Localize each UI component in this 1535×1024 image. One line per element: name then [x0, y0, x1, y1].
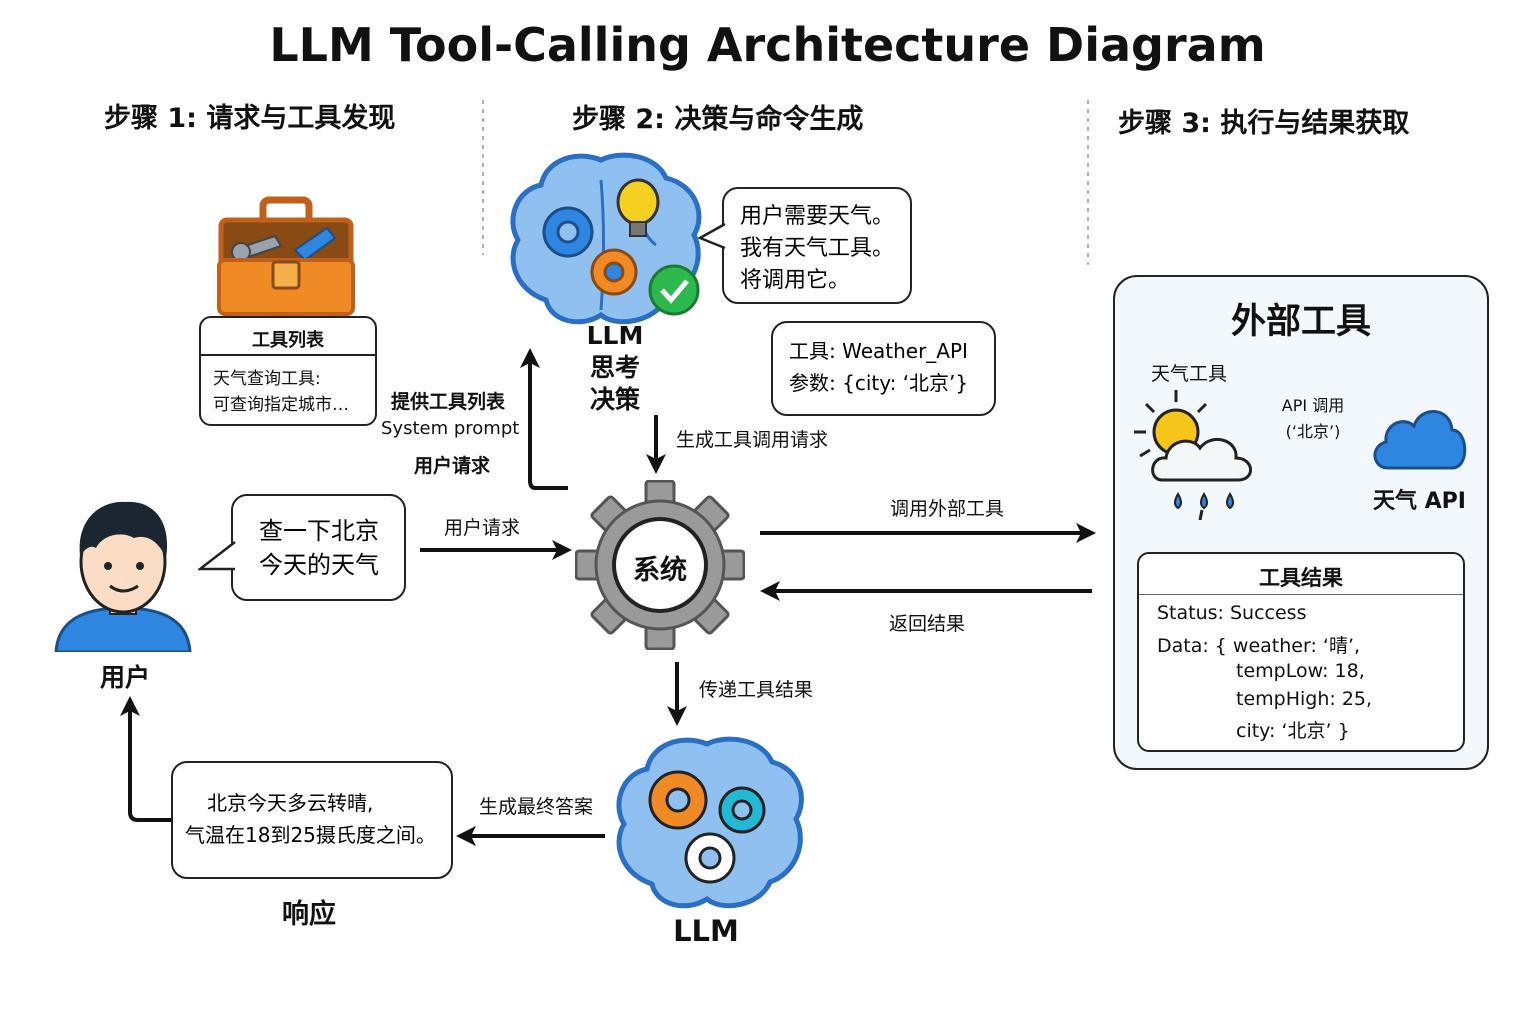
- response-line-2: 气温在18到25摄氏度之间。: [185, 823, 436, 847]
- step-1-heading: 步骤 1: 请求与工具发现: [104, 103, 396, 134]
- system-gear-icon: [575, 480, 745, 650]
- thought-bubble-tail: [698, 222, 726, 250]
- weather-partly-cloudy-icon: [1134, 390, 1252, 520]
- tool-result-header: 工具结果: [1259, 566, 1343, 590]
- response-label: 响应: [282, 899, 336, 930]
- response-bubble: 北京今天多云转晴, 气温在18到25摄氏度之间。: [171, 761, 453, 879]
- brain-thinking-icon: [510, 152, 702, 325]
- tool-call-card: 工具: Weather_API 参数: {city: ‘北京’}: [771, 321, 996, 416]
- arrow-to-user: [120, 696, 172, 822]
- result-line-data: Data: { weather: ‘晴’,: [1157, 635, 1361, 657]
- generate-call-label: 生成工具调用请求: [676, 429, 829, 451]
- llm-think-line-2: 思考: [589, 353, 640, 382]
- tool-call-line-2: 参数: {city: ‘北京’}: [789, 371, 969, 395]
- result-line-templow: tempLow: 18,: [1236, 660, 1365, 682]
- tool-list-card: 工具列表 天气查询工具: 可查询指定城市…: [199, 316, 377, 426]
- call-external-label: 调用外部工具: [890, 498, 1005, 520]
- response-line-1: 北京今天多云转晴,: [207, 791, 374, 815]
- llm-think-title: LLM 思考 决策: [580, 320, 650, 416]
- thought-line-3: 将调用它。: [740, 268, 851, 293]
- cloud-api-icon: [1373, 410, 1467, 470]
- return-result-label: 返回结果: [889, 613, 966, 635]
- weather-tool-label: 天气工具: [1151, 363, 1228, 385]
- toolbox-icon: [217, 196, 355, 316]
- api-call-line-2: (‘北京’): [1285, 422, 1341, 441]
- pass-result-label: 传递工具结果: [699, 679, 814, 701]
- result-line-city: city: ‘北京’ }: [1236, 720, 1350, 742]
- user-query-line-1: 查一下北京: [259, 517, 379, 545]
- system-prompt-label: System prompt: [381, 418, 520, 439]
- weather-api-label: 天气 API: [1373, 489, 1466, 514]
- user-avatar-icon: [54, 501, 192, 652]
- tool-result-card: 工具结果 Status: Success Data: { weather: ‘晴…: [1137, 552, 1465, 752]
- step-3-heading: 步骤 3: 执行与结果获取: [1118, 108, 1410, 139]
- external-tools-title: 外部工具: [1230, 302, 1371, 342]
- user-query-line-2: 今天的天气: [259, 551, 379, 579]
- api-call-line-1: API 调用: [1281, 396, 1345, 415]
- page-title: LLM Tool-Calling Architecture Diagram: [269, 18, 1266, 72]
- arrow-provide-tools: [520, 348, 568, 490]
- tool-list-line-1: 天气查询工具:: [213, 369, 321, 389]
- thought-line-2: 我有天气工具。: [740, 236, 895, 261]
- thought-bubble: 用户需要天气。 我有天气工具。 将调用它。: [722, 187, 912, 304]
- user-query-bubble: 查一下北京 今天的天气: [231, 494, 406, 601]
- result-line-status: Status: Success: [1157, 602, 1307, 624]
- brain-gears-icon: [616, 736, 804, 909]
- user-query-tail: [198, 541, 236, 571]
- system-label: 系统: [633, 555, 687, 586]
- user-request-side-label: 用户请求: [414, 455, 491, 477]
- tool-call-line-1: 工具: Weather_API: [789, 339, 968, 363]
- user-request-label: 用户请求: [444, 517, 521, 539]
- tool-list-header: 工具列表: [252, 330, 324, 351]
- provide-tools-label: 提供工具列表: [391, 391, 506, 413]
- llm-bottom-label: LLM: [673, 914, 739, 948]
- llm-think-line-1: LLM: [586, 321, 644, 350]
- final-answer-label: 生成最终答案: [479, 796, 594, 818]
- step-2-heading: 步骤 2: 决策与命令生成: [572, 104, 864, 135]
- tool-list-line-2: 可查询指定城市…: [213, 395, 349, 415]
- thought-line-1: 用户需要天气。: [740, 204, 895, 229]
- api-call-label: API 调用 (‘北京’): [1265, 393, 1361, 445]
- user-label: 用户: [100, 663, 151, 692]
- llm-think-line-3: 决策: [589, 385, 640, 414]
- result-line-temphigh: tempHigh: 25,: [1236, 688, 1373, 710]
